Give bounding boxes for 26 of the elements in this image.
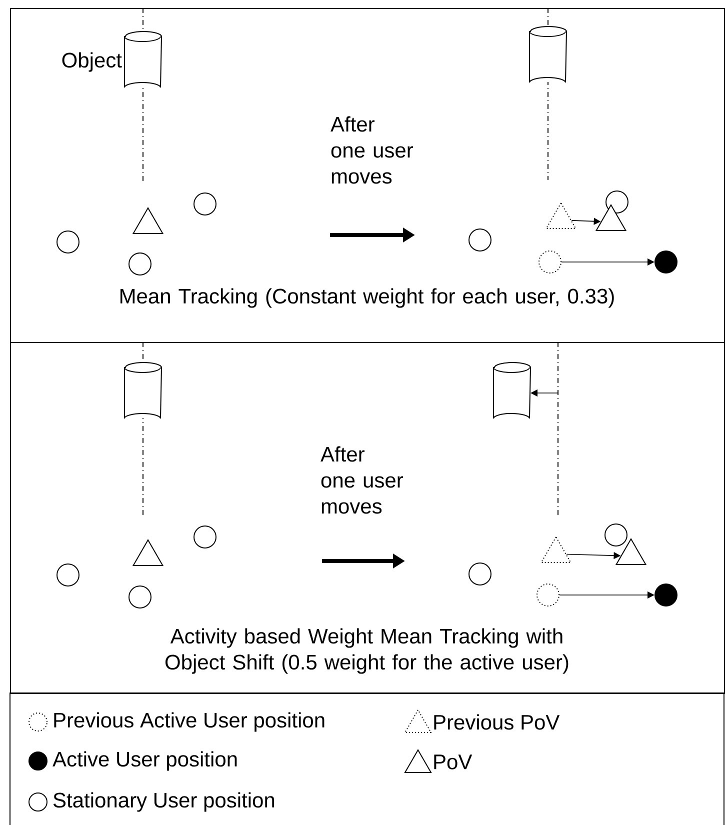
- user-circle: [654, 584, 678, 606]
- user-circle: [56, 564, 80, 586]
- user-circle: [194, 192, 216, 216]
- object-cylinder: [124, 362, 162, 419]
- legend-text: Active User position: [52, 751, 237, 771]
- transition-label: After one user moves: [320, 446, 404, 514]
- user-circle: [468, 228, 492, 252]
- legend-text: Stationary User position: [53, 792, 274, 812]
- user-circle: [468, 562, 492, 586]
- user-circle: [538, 250, 562, 274]
- user-circle: [128, 586, 152, 608]
- legend-text: PoV: [434, 754, 472, 770]
- legend-text: Previous Active User position: [54, 712, 324, 732]
- user-circle: [128, 252, 152, 276]
- user-circle: [194, 526, 216, 548]
- user-circle: [604, 524, 628, 546]
- object-cylinder: [529, 26, 567, 83]
- object-label: Object: [62, 52, 122, 72]
- transition-label: After one user moves: [330, 116, 414, 184]
- user-circle: [654, 250, 678, 274]
- user-circle: [606, 190, 628, 214]
- legend-text: Previous PoV: [434, 714, 560, 730]
- object-cylinder: [124, 31, 162, 88]
- user-circle: [536, 584, 560, 606]
- object-cylinder: [493, 362, 531, 419]
- user-circle: [56, 230, 80, 254]
